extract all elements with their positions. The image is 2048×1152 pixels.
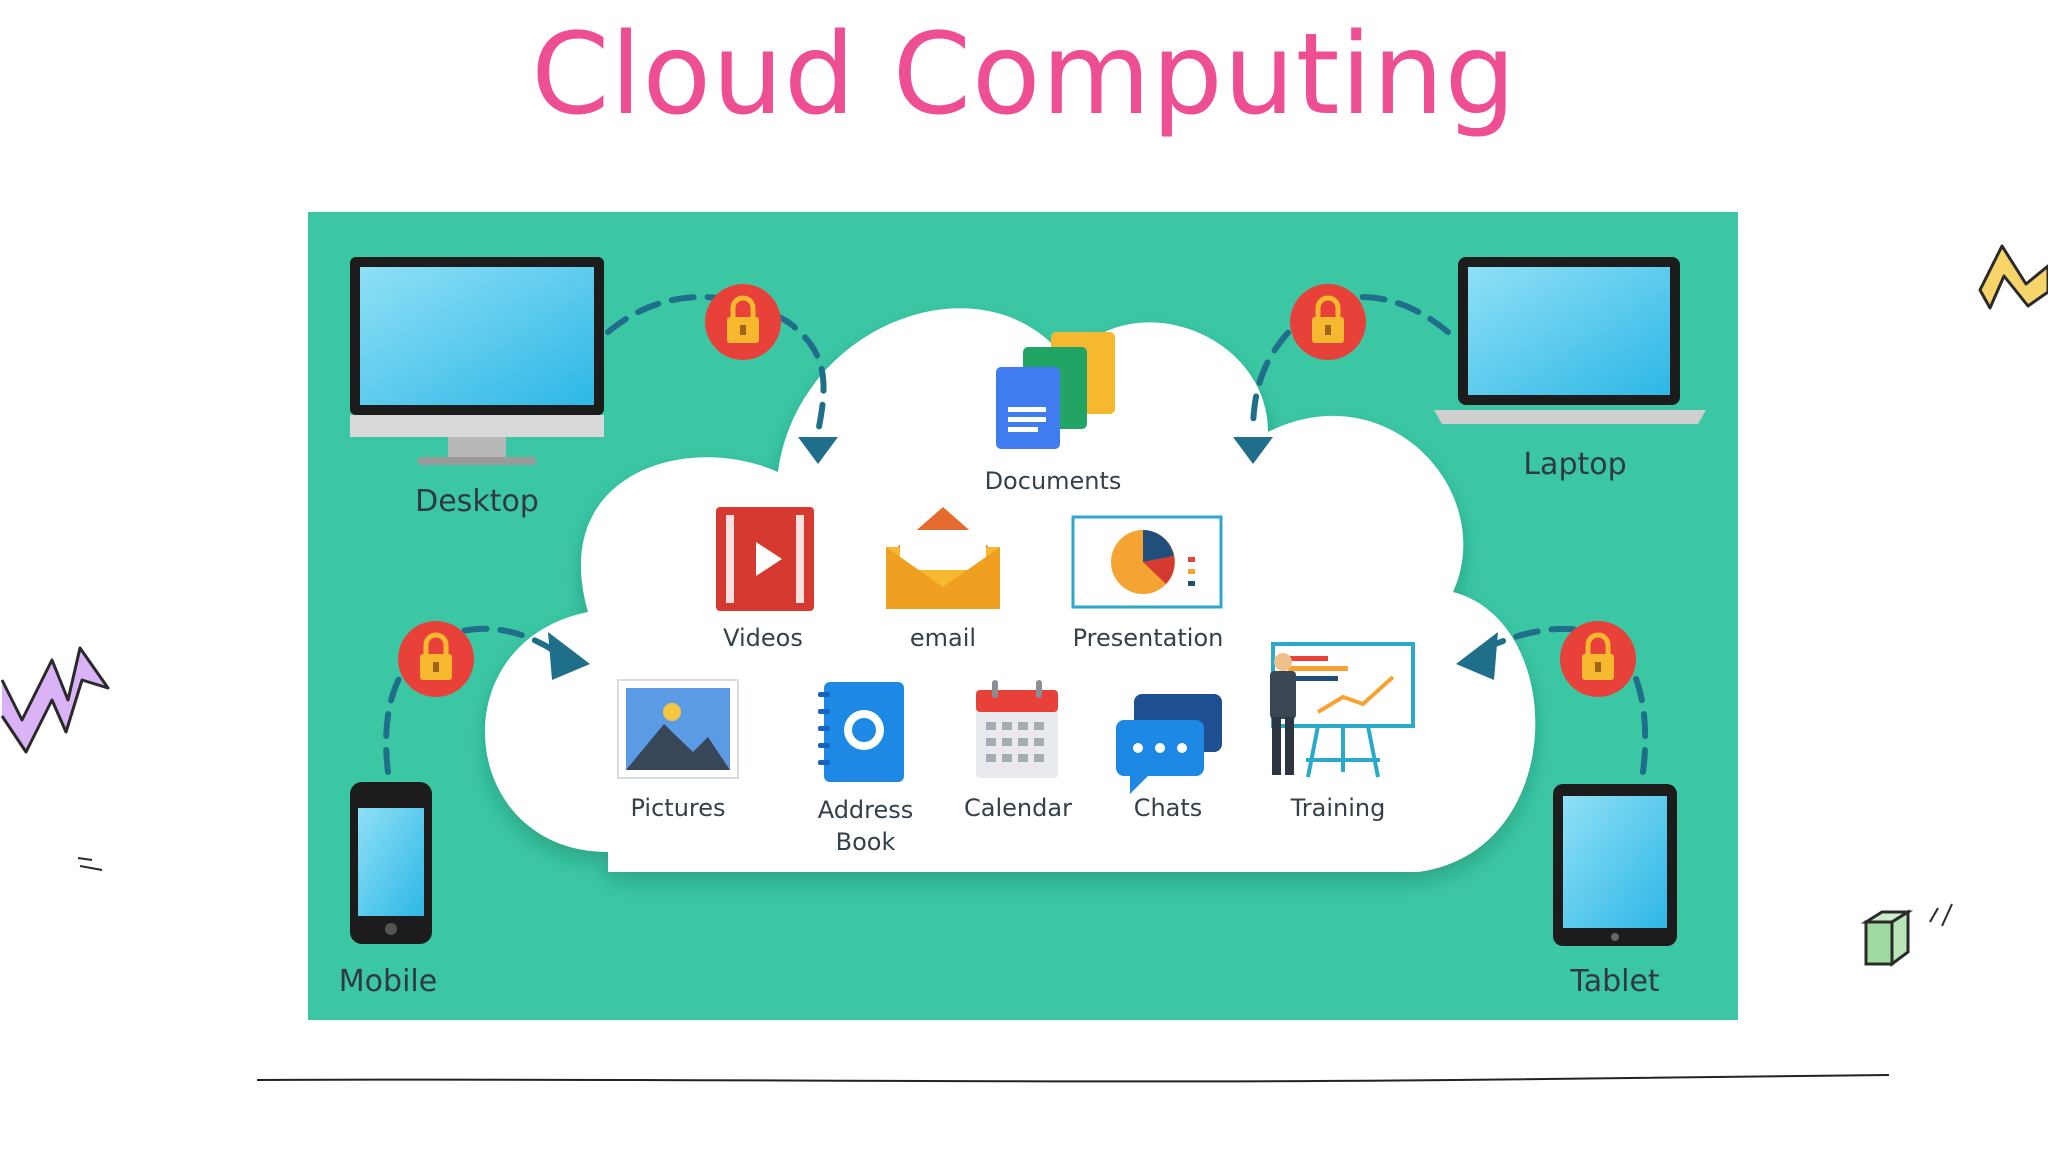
email-icon	[886, 507, 1000, 609]
underline-stroke	[256, 1074, 1890, 1083]
calendar-label: Calendar	[964, 794, 1072, 822]
address-book-icon	[818, 682, 904, 782]
pictures-icon	[617, 679, 739, 779]
cloud-diagram-panel: Desktop Laptop Mobile Tablet Documents V…	[308, 212, 1738, 1020]
lock-icon	[1290, 284, 1366, 360]
zigzag-doodle-yellow	[1978, 244, 2048, 310]
training-label: Training	[1290, 794, 1386, 822]
documents-icon	[996, 332, 1115, 449]
cube-doodle	[1860, 903, 1953, 967]
documents-label: Documents	[984, 467, 1122, 495]
email-label: email	[909, 624, 977, 652]
page-title: Cloud Computing	[531, 10, 1517, 140]
videos-icon	[716, 507, 814, 611]
training-icon	[1270, 642, 1415, 778]
desktop-icon	[350, 257, 604, 465]
desktop-connector	[605, 294, 827, 435]
lock-icon	[1560, 621, 1636, 697]
address-book-label: Address Book	[798, 794, 933, 858]
address-book-label-line2: Book	[835, 828, 896, 856]
mobile-icon	[350, 782, 432, 944]
laptop-label: Laptop	[1523, 447, 1627, 482]
zigzag-doodle-purple	[0, 646, 110, 754]
chats-icon	[1116, 694, 1222, 794]
laptop-arrowhead	[1233, 437, 1273, 464]
mobile-arrowhead	[548, 632, 590, 680]
presentation-icon	[1071, 515, 1223, 609]
presentation-label: Presentation	[1072, 624, 1224, 652]
tablet-icon	[1553, 784, 1677, 946]
diagram-graphics	[350, 257, 1706, 946]
pictures-label: Pictures	[630, 794, 726, 822]
dash-doodle	[77, 857, 103, 871]
mobile-label: Mobile	[338, 964, 438, 999]
lock-icon	[398, 621, 474, 697]
desktop-label: Desktop	[415, 484, 539, 519]
tablet-label: Tablet	[1570, 964, 1660, 999]
laptop-icon	[1434, 257, 1706, 424]
tablet-arrowhead	[1456, 632, 1498, 680]
lock-icon	[705, 284, 781, 360]
calendar-icon	[976, 680, 1058, 778]
desktop-arrowhead	[798, 437, 838, 464]
address-book-label-line1: Address	[817, 796, 914, 824]
chats-label: Chats	[1133, 794, 1203, 822]
videos-label: Videos	[723, 624, 803, 652]
